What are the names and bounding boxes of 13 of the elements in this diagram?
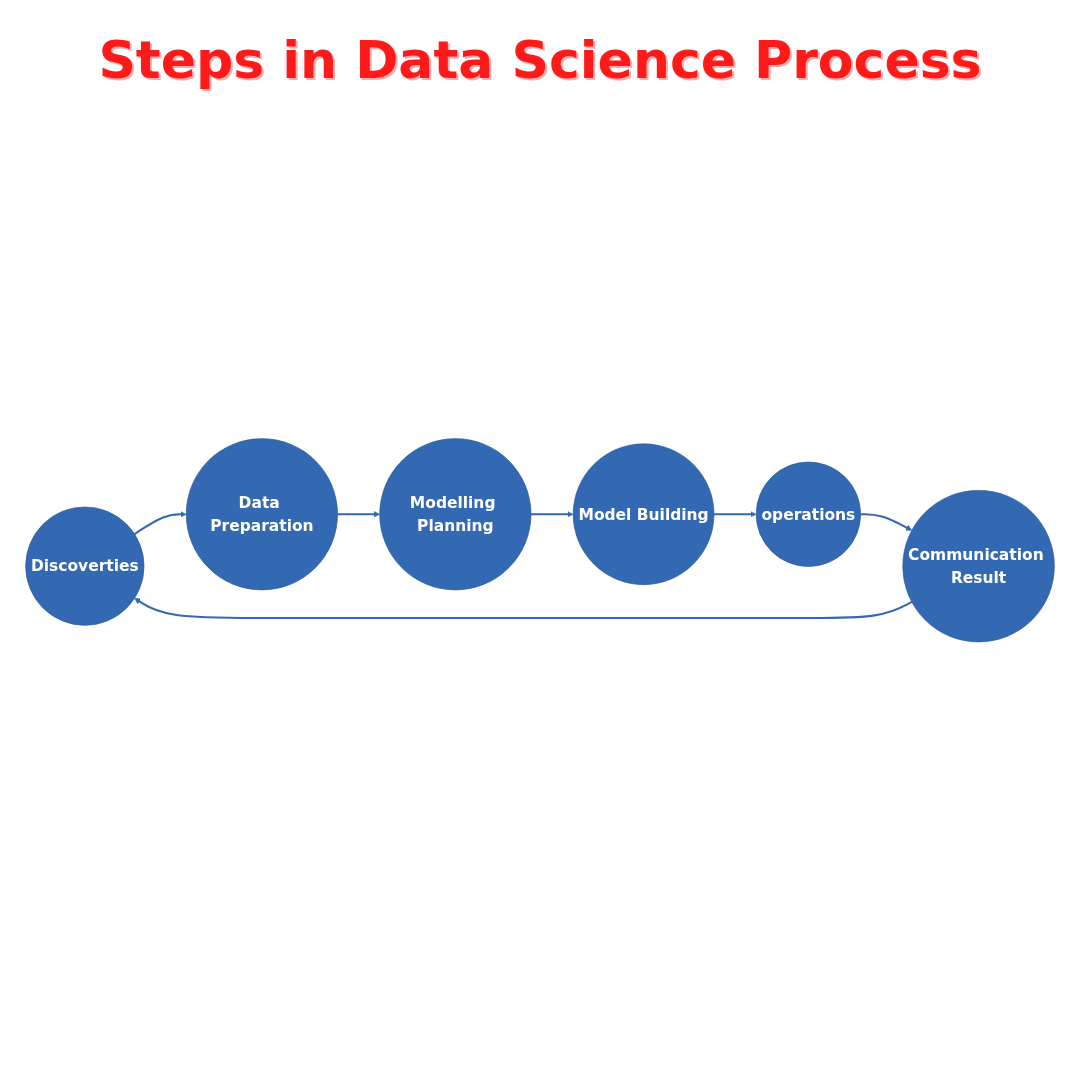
diagram-title: Steps in Data Science Process: [98, 30, 982, 90]
arrow: [713, 510, 757, 518]
node-circle: Modelling Planning: [379, 438, 532, 590]
arrow: [134, 510, 187, 535]
node-circle: Model Building: [572, 443, 715, 585]
arrow: [337, 510, 380, 518]
node-circle: operations: [755, 461, 861, 567]
arrow: [860, 512, 913, 531]
arrow: [134, 597, 913, 619]
node-circle: Discoverties: [25, 506, 145, 626]
node-circle: Data Preparation: [185, 438, 338, 590]
node-circle: Communication Result: [902, 489, 1055, 642]
arrow: [531, 510, 574, 518]
